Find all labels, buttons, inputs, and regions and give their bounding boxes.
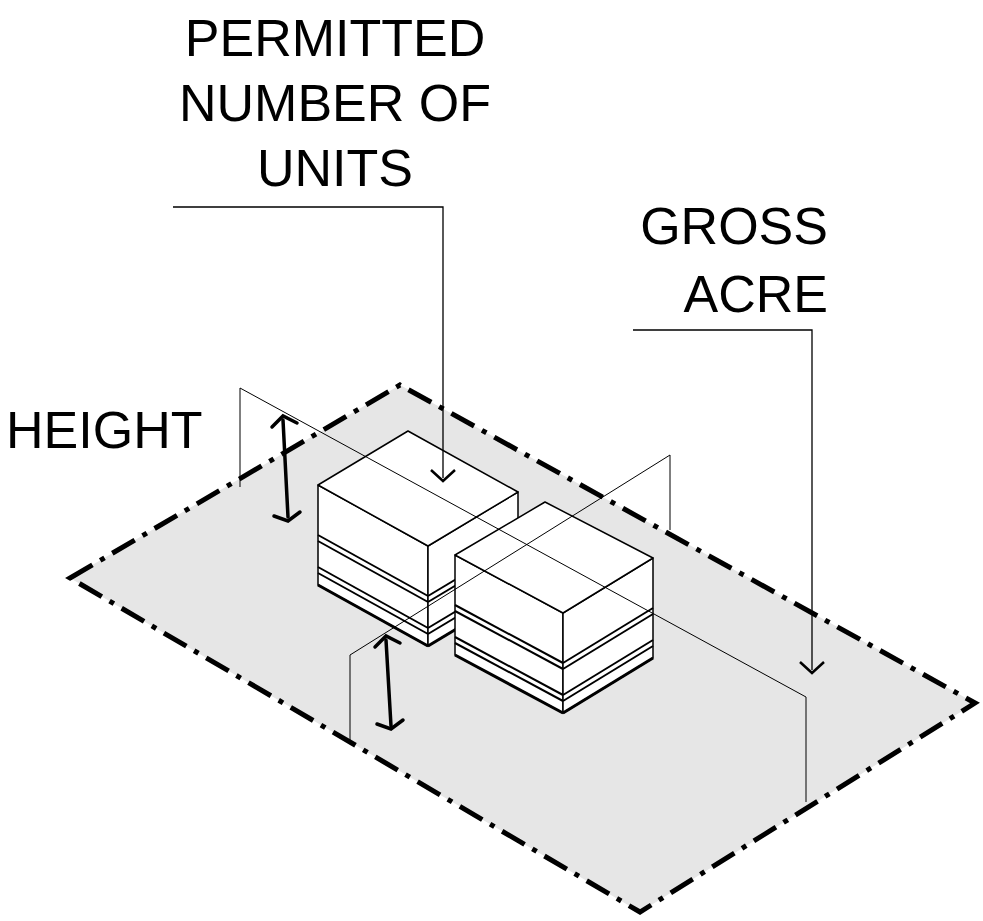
building-face: [318, 431, 518, 546]
floor-line: [455, 655, 563, 713]
parcel-boundary: [70, 385, 975, 912]
buildings: [318, 431, 653, 713]
parcel-fill: [70, 385, 975, 912]
floor-line: [318, 585, 428, 646]
floor-line: [318, 535, 428, 596]
floor-line: [455, 643, 563, 701]
floor-line: [455, 611, 563, 669]
building-face: [455, 502, 653, 613]
floor-line: [563, 614, 653, 669]
height-planes: [240, 388, 806, 802]
floor-line: [455, 637, 563, 695]
height-arrows: [272, 416, 403, 729]
height-label: HEIGHT: [6, 398, 246, 463]
leader-arrowheads: [431, 470, 824, 673]
floor-line: [455, 605, 563, 663]
floor-line: [318, 573, 428, 634]
floor-line: [318, 567, 428, 628]
floor-line: [563, 658, 653, 713]
floor-line: [563, 646, 653, 701]
units-label: PERMITTED NUMBER OF UNITS: [176, 6, 494, 201]
area-label: GROSS ACRE: [612, 192, 828, 328]
